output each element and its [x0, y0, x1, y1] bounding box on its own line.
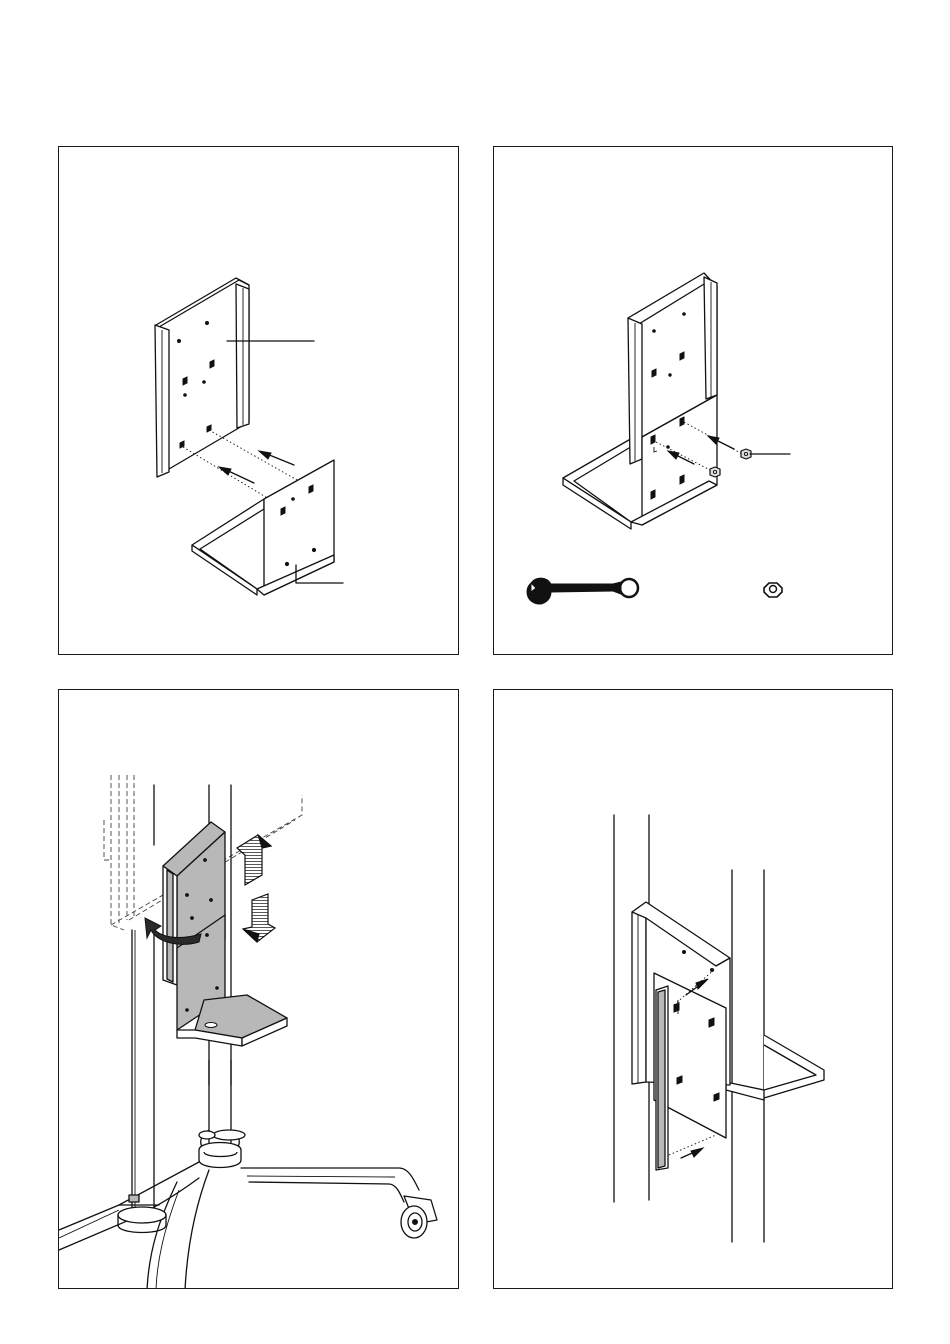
arrow-down-icon: [243, 894, 275, 942]
upper-bracket: [155, 278, 249, 477]
hex-nut: [710, 467, 720, 477]
step-4-panel: [493, 689, 893, 1289]
step-1-panel: [58, 146, 459, 655]
base-shelf: [726, 1035, 824, 1100]
bracket-alignment-illustration: [59, 147, 459, 655]
stand-base: [59, 1130, 437, 1289]
lower-bracket: [654, 973, 726, 1170]
arrow-left-icon: [259, 451, 294, 465]
arrow-up-icon: [237, 835, 271, 885]
caster-wheel: [401, 1196, 437, 1238]
lower-bracket: [192, 460, 334, 595]
front-column: [732, 870, 764, 1242]
base-plate: [563, 437, 634, 522]
step-3-panel: [58, 689, 459, 1289]
wrench-icon: [527, 578, 638, 604]
hex-nut-icon: [764, 583, 782, 597]
arrow-left-icon: [219, 467, 254, 483]
column-attachment-illustration: [494, 690, 893, 1289]
rear-column: [132, 785, 154, 1210]
arrow-up-right-icon: [681, 1148, 703, 1158]
column-bracket: [163, 822, 287, 1046]
fastening-illustration: [494, 147, 893, 655]
stand-mounting-illustration: [59, 690, 459, 1289]
step-2-panel: [493, 146, 893, 655]
